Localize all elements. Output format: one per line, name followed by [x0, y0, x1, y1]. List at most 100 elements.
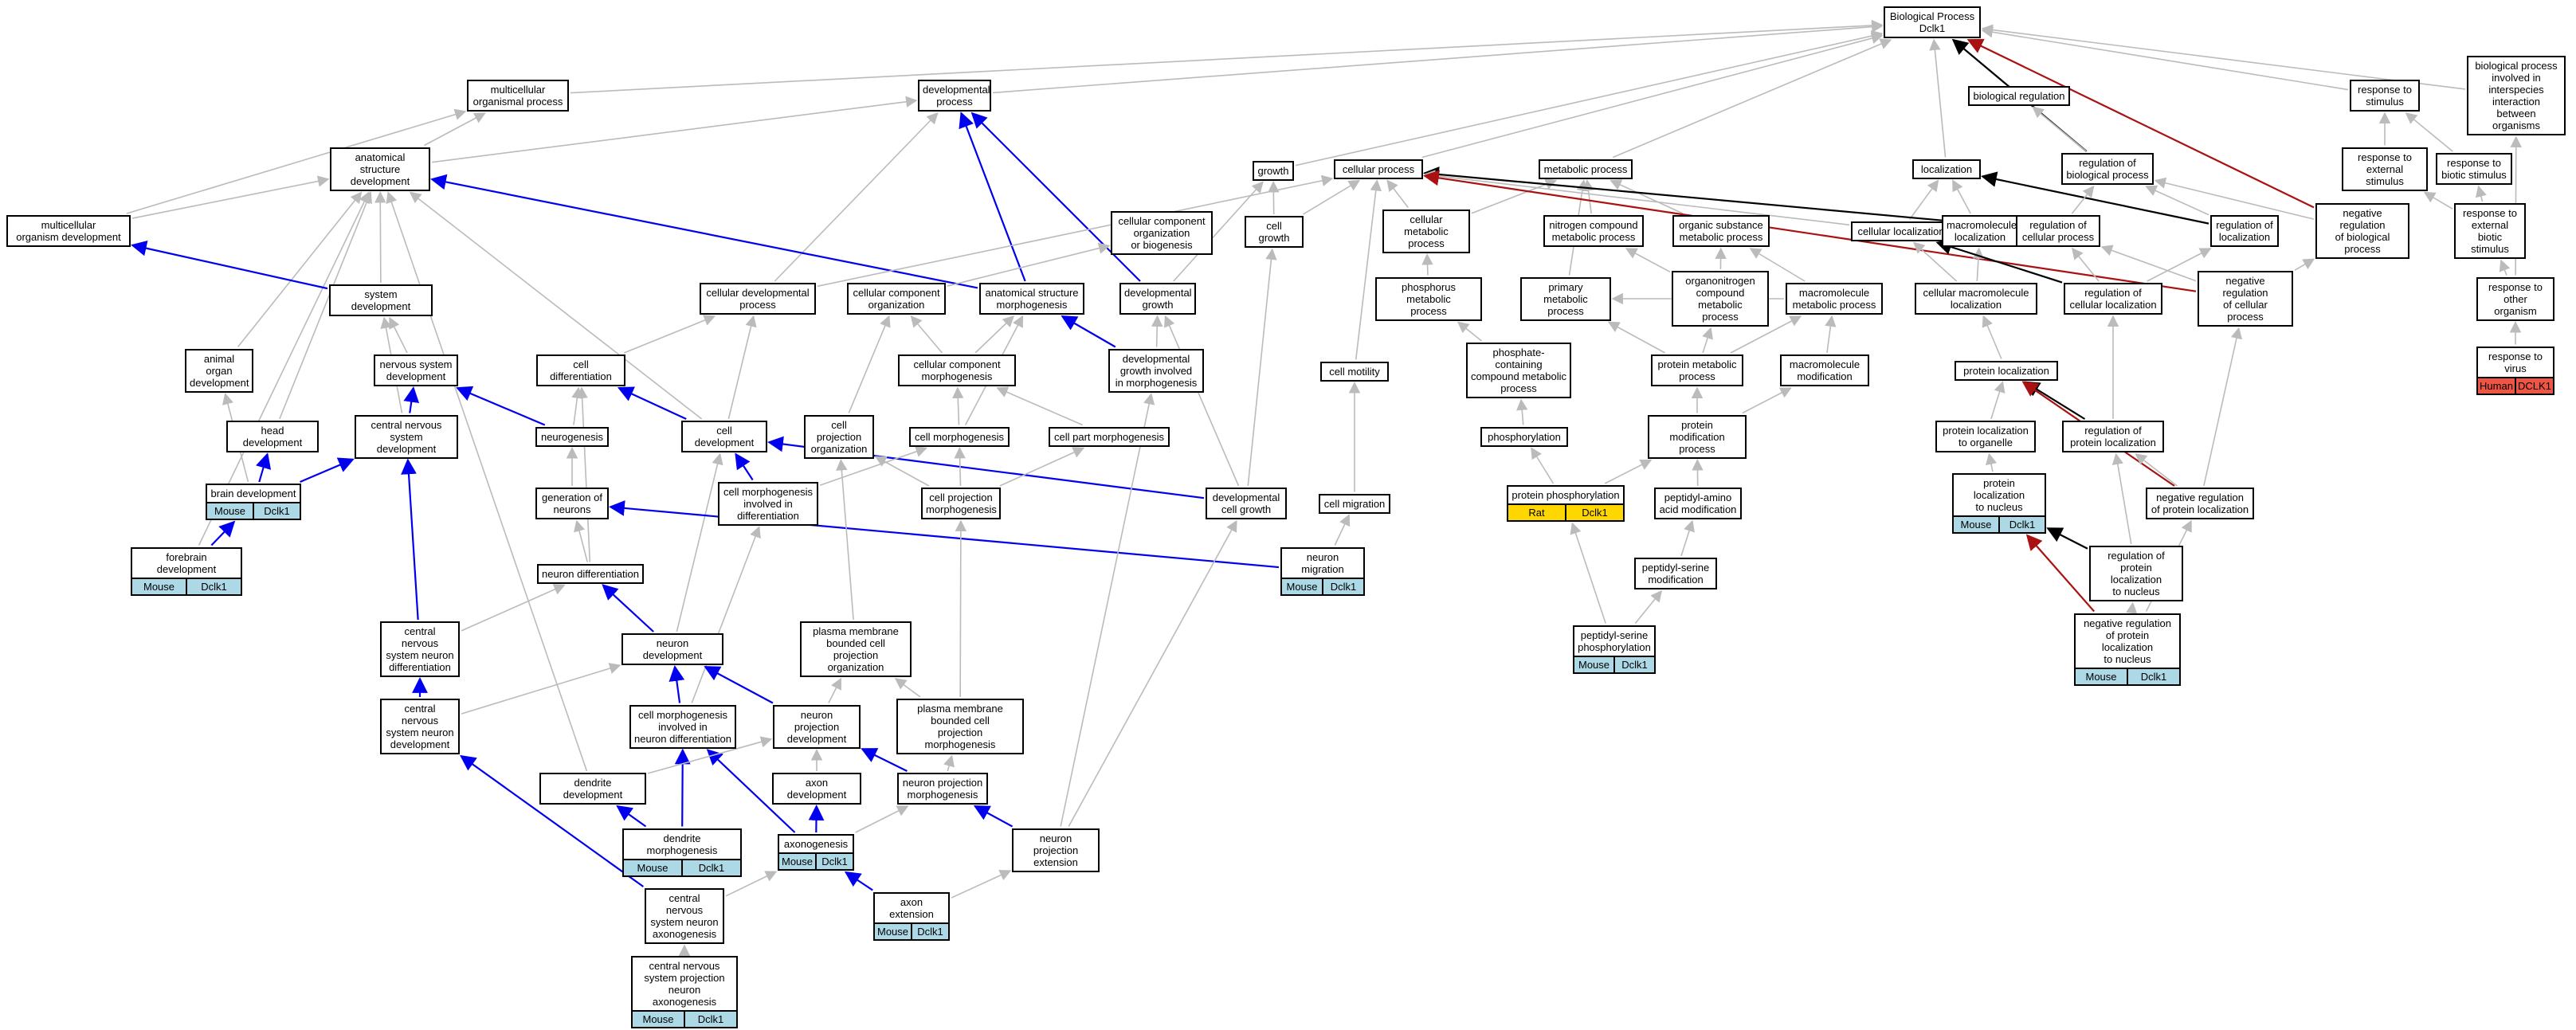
annotation-cell: Mouse: [779, 854, 817, 869]
go-term-neurondev[interactable]: neuron development: [621, 633, 723, 665]
go-term-cnspna[interactable]: central nervous system projection neuron…: [631, 955, 738, 1028]
go-term-orgcmp[interactable]: organonitrogen compound metabolic proces…: [1672, 271, 1769, 327]
go-term-macmod[interactable]: macromolecule modification: [1780, 354, 1869, 386]
go-term-localiz[interactable]: localization: [1912, 159, 1981, 179]
go-term-celldiff[interactable]: cell differentiation: [536, 354, 625, 386]
go-term-ccorg[interactable]: cellular component organization: [847, 283, 946, 315]
go-term-bioreg[interactable]: biological regulation: [1968, 85, 2070, 106]
go-term-rcp[interactable]: regulation of cellular process: [2016, 215, 2100, 247]
go-term-rpln[interactable]: regulation of protein localization to nu…: [2089, 546, 2183, 601]
go-term-dendev[interactable]: dendrite development: [539, 773, 646, 805]
go-term-nrcp[interactable]: negative regulation of cellular process: [2198, 271, 2293, 327]
go-term-pepaa[interactable]: peptidyl-amino acid modification: [1654, 488, 1742, 519]
go-term-cellmorph[interactable]: cell morphogenesis: [909, 426, 1010, 447]
go-term-nrpln[interactable]: negative regulation of protein localizat…: [2074, 613, 2181, 686]
go-term-cellmot[interactable]: cell motility: [1320, 361, 1389, 382]
go-term-celldev[interactable]: cell development: [681, 421, 767, 452]
go-term-rcloc[interactable]: regulation of cellular localization: [2064, 283, 2162, 315]
go-term-cmacloc[interactable]: cellular macromolecule localization: [1915, 283, 2037, 315]
go-term-rtbs[interactable]: response to biotic stimulus: [2436, 153, 2512, 185]
go-term-pccmp[interactable]: phosphate-containing compound metabolic …: [1466, 343, 1571, 398]
go-term-headdev[interactable]: head development: [226, 421, 319, 452]
go-term-macloc[interactable]: macromolecule localization: [1942, 215, 2018, 247]
go-term-nrbp[interactable]: negative regulation of biological proces…: [2315, 203, 2409, 259]
go-term-npe[interactable]: neuron projection extension: [1012, 828, 1100, 872]
go-term-metproc[interactable]: metabolic process: [1539, 159, 1633, 179]
go-term-cellproc[interactable]: cellular process: [1334, 159, 1423, 179]
go-term-growth[interactable]: growth: [1253, 160, 1294, 181]
go-term-axondev[interactable]: axon development: [772, 773, 861, 805]
go-term-rloc[interactable]: regulation of localization: [2210, 215, 2279, 247]
go-term-npm[interactable]: neuron projection morphogenesis: [897, 773, 988, 805]
go-term-protloc[interactable]: protein localization: [1955, 360, 2058, 381]
go-term-primp[interactable]: primary metabolic process: [1520, 276, 1611, 321]
go-term-devp[interactable]: developmental process: [918, 80, 991, 112]
go-term-label: negative regulation of biological proces…: [2335, 207, 2390, 255]
go-term-neurogen[interactable]: neurogenesis: [535, 426, 609, 447]
go-term-pepser[interactable]: peptidyl-serine modification: [1634, 558, 1717, 589]
go-term-devgrowth[interactable]: developmental growth: [1119, 283, 1196, 315]
go-term-cmid[interactable]: cell morphogenesis involved in different…: [718, 481, 818, 526]
go-term-devcg[interactable]: developmental cell growth: [1206, 488, 1287, 519]
edge-neurogen-to-nsd: [456, 386, 546, 426]
go-term-mop[interactable]: multicellular organismal process: [467, 80, 569, 112]
go-term-genneur[interactable]: generation of neurons: [535, 488, 609, 519]
go-term-cmp[interactable]: cellular metabolic process: [1382, 209, 1470, 253]
go-term-osmp[interactable]: organic substance metabolic process: [1672, 215, 1770, 247]
go-term-phosph[interactable]: phosphorylation: [1480, 426, 1568, 447]
go-term-pmbcpo[interactable]: plasma membrane bounded cell projection …: [800, 621, 912, 677]
go-term-cprojm[interactable]: cell projection morphogenesis: [921, 488, 1001, 519]
go-term-mod[interactable]: multicellular organism development: [6, 215, 131, 247]
go-term-protmod[interactable]: protein modification process: [1648, 414, 1747, 459]
edge-nrpl-to-nrcp: [2203, 327, 2243, 487]
go-term-phosmp[interactable]: phosphorus metabolic process: [1375, 276, 1482, 321]
go-term-bpii[interactable]: biological process involved in interspec…: [2467, 56, 2566, 135]
go-term-rts[interactable]: response to stimulus: [2350, 80, 2420, 112]
go-term-protmp[interactable]: protein metabolic process: [1651, 354, 1743, 386]
go-term-rtes[interactable]: response to external stimulus: [2342, 147, 2428, 191]
go-term-cnsndev[interactable]: central nervous system neuron developmen…: [380, 699, 460, 754]
go-term-macmp[interactable]: macromolecule metabolic process: [1786, 283, 1883, 315]
go-term-cnsnd[interactable]: central nervous system neuron differenti…: [380, 621, 460, 677]
go-term-rpl[interactable]: regulation of protein localization: [2062, 421, 2164, 452]
go-term-cmind[interactable]: cell morphogenesis involved in neuron di…: [629, 704, 736, 749]
go-term-cellgrowth[interactable]: cell growth: [1245, 216, 1304, 248]
go-term-asd[interactable]: anatomical structure development: [330, 147, 430, 191]
edge-cmp-to-cellproc: [1386, 179, 1409, 208]
go-term-cellmig[interactable]: cell migration: [1319, 493, 1390, 514]
go-term-bp[interactable]: Biological Process Dclk1: [1884, 6, 1981, 38]
go-term-cnsd[interactable]: central nervous system development: [355, 414, 458, 459]
go-term-ccm[interactable]: cellular component morphogenesis: [898, 354, 1016, 386]
go-term-nrpl[interactable]: negative regulation of protein localizat…: [2146, 488, 2254, 519]
go-term-dgim[interactable]: developmental growth involved in morphog…: [1108, 348, 1204, 393]
go-term-cpo[interactable]: cell projection organization: [804, 414, 874, 459]
go-term-rbp[interactable]: regulation of biological process: [2061, 153, 2154, 185]
go-term-cellloc[interactable]: cellular localization: [1851, 221, 1951, 241]
go-term-plo[interactable]: protein localization to organelle: [1935, 421, 2036, 452]
go-term-cpm[interactable]: cell part morphogenesis: [1049, 426, 1170, 447]
go-term-cnsna[interactable]: central nervous system neuron axonogenes…: [645, 888, 724, 944]
go-term-rtoo[interactable]: response to other organism: [2476, 276, 2554, 321]
go-term-pmbcpm[interactable]: plasma membrane bounded cell projection …: [896, 699, 1024, 754]
go-term-ncmp[interactable]: nitrogen compound metabolic process: [1543, 215, 1644, 247]
go-term-neurdiff[interactable]: neuron differentiation: [537, 563, 644, 584]
go-term-nsd[interactable]: nervous system development: [374, 354, 458, 386]
go-term-asm[interactable]: anatomical structure morphogenesis: [979, 283, 1084, 315]
go-term-npd[interactable]: neuron projection development: [773, 704, 861, 749]
go-term-rtebs[interactable]: response to external biotic stimulus: [2454, 203, 2526, 259]
go-term-ccob[interactable]: cellular component organization or bioge…: [1111, 210, 1213, 255]
go-term-aod[interactable]: animal organ development: [185, 348, 253, 393]
go-term-sysdev[interactable]: system development: [329, 284, 433, 316]
go-term-label: negative regulation of protein localizat…: [2084, 617, 2171, 665]
go-term-celldevp[interactable]: cellular developmental process: [700, 283, 816, 315]
